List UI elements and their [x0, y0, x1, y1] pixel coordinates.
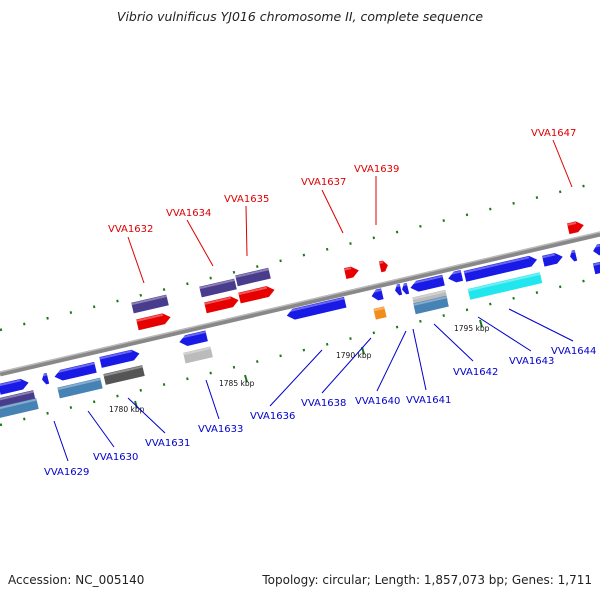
gene-block: [0, 378, 29, 395]
gene-label-vva1634[interactable]: VVA1634: [166, 208, 211, 219]
gene-block: [378, 260, 388, 273]
gene-block: [395, 283, 403, 296]
scale-tick: [479, 319, 483, 328]
gene-block: [542, 252, 563, 267]
gene-label-vva1638[interactable]: VVA1638: [301, 398, 346, 409]
gene-label-vva1643[interactable]: VVA1643: [509, 356, 554, 367]
gene-block: [54, 361, 97, 381]
leader-line: [269, 349, 323, 407]
gene-block: [0, 398, 39, 418]
chromosome-backbone: [0, 231, 600, 377]
gene-block: [235, 267, 271, 287]
gene-block: [286, 296, 347, 320]
gene-label-vva1644[interactable]: VVA1644: [551, 346, 596, 357]
gene-label-vva1640[interactable]: VVA1640: [355, 396, 400, 407]
gene-block: [402, 282, 410, 295]
leader-line: [321, 189, 344, 234]
leader-line: [552, 139, 573, 188]
gene-label-vva1635[interactable]: VVA1635: [224, 194, 269, 205]
gene-label-vva1631[interactable]: VVA1631: [145, 438, 190, 449]
gene-block: [136, 313, 171, 331]
map-title: Vibrio vulnificus YJ016 chromosome II, c…: [116, 9, 484, 24]
accession-text: Accession: NC_005140: [8, 573, 145, 587]
gene-label-vva1636[interactable]: VVA1636: [250, 411, 295, 422]
gene-block: [566, 221, 584, 235]
gene-label-vva1642[interactable]: VVA1642: [453, 367, 498, 378]
gene-block: [410, 274, 445, 292]
scale-tick-label: 1790 kbp: [336, 351, 372, 360]
gene-block: [570, 249, 578, 262]
gene-label-vva1641[interactable]: VVA1641: [406, 395, 451, 406]
gene-label-vva1633[interactable]: VVA1633: [198, 424, 243, 435]
leader-line: [412, 328, 427, 391]
gene-label-vva1637[interactable]: VVA1637: [301, 177, 346, 188]
gene-block: [179, 330, 208, 346]
gene-block: [592, 261, 600, 275]
summary-text: Topology: circular; Length: 1,857,073 bp…: [262, 573, 592, 587]
leader-line: [477, 316, 532, 352]
leader-line: [321, 337, 372, 394]
gene-label-vva1632[interactable]: VVA1632: [108, 224, 153, 235]
gene-block: [448, 270, 464, 283]
scale-tick-label: 1795 kbp: [454, 324, 490, 333]
gene-block: [42, 372, 50, 385]
gene-block: [183, 346, 213, 364]
leader-line: [508, 308, 574, 342]
leader-line: [53, 420, 69, 462]
gene-block: [593, 243, 600, 256]
gene-block: [57, 377, 103, 399]
scale-tick-label: 1785 kbp: [219, 379, 255, 388]
leader-line: [245, 205, 248, 257]
gene-block: [467, 272, 543, 300]
gene-block: [199, 278, 237, 298]
leader-line: [433, 323, 474, 362]
gene-label-vva1647[interactable]: VVA1647: [531, 128, 576, 139]
gene-block: [238, 286, 275, 304]
gene-block: [371, 288, 384, 301]
leader-line: [127, 397, 166, 434]
gene-block: [413, 295, 449, 315]
leader-line: [186, 219, 214, 267]
gene-block: [103, 365, 145, 385]
scale-tick-label: 1780 kbp: [109, 405, 145, 414]
gene-block: [99, 349, 140, 368]
gene-block: [131, 294, 169, 314]
leader-line: [87, 410, 115, 448]
leader-line: [205, 379, 220, 420]
gene-label-vva1630[interactable]: VVA1630: [93, 452, 138, 463]
gene-block: [0, 390, 36, 410]
gene-block: [463, 255, 538, 282]
leader-line: [127, 236, 145, 284]
scale-tick: [244, 374, 248, 383]
chromosome-backbone-highlight: [0, 231, 600, 373]
leader-line: [376, 330, 407, 392]
gene-block: [343, 266, 359, 279]
gene-block: [373, 306, 387, 320]
gene-label-vva1629[interactable]: VVA1629: [44, 467, 89, 478]
gene-block: [204, 296, 239, 314]
gene-label-vva1639[interactable]: VVA1639: [354, 164, 399, 175]
